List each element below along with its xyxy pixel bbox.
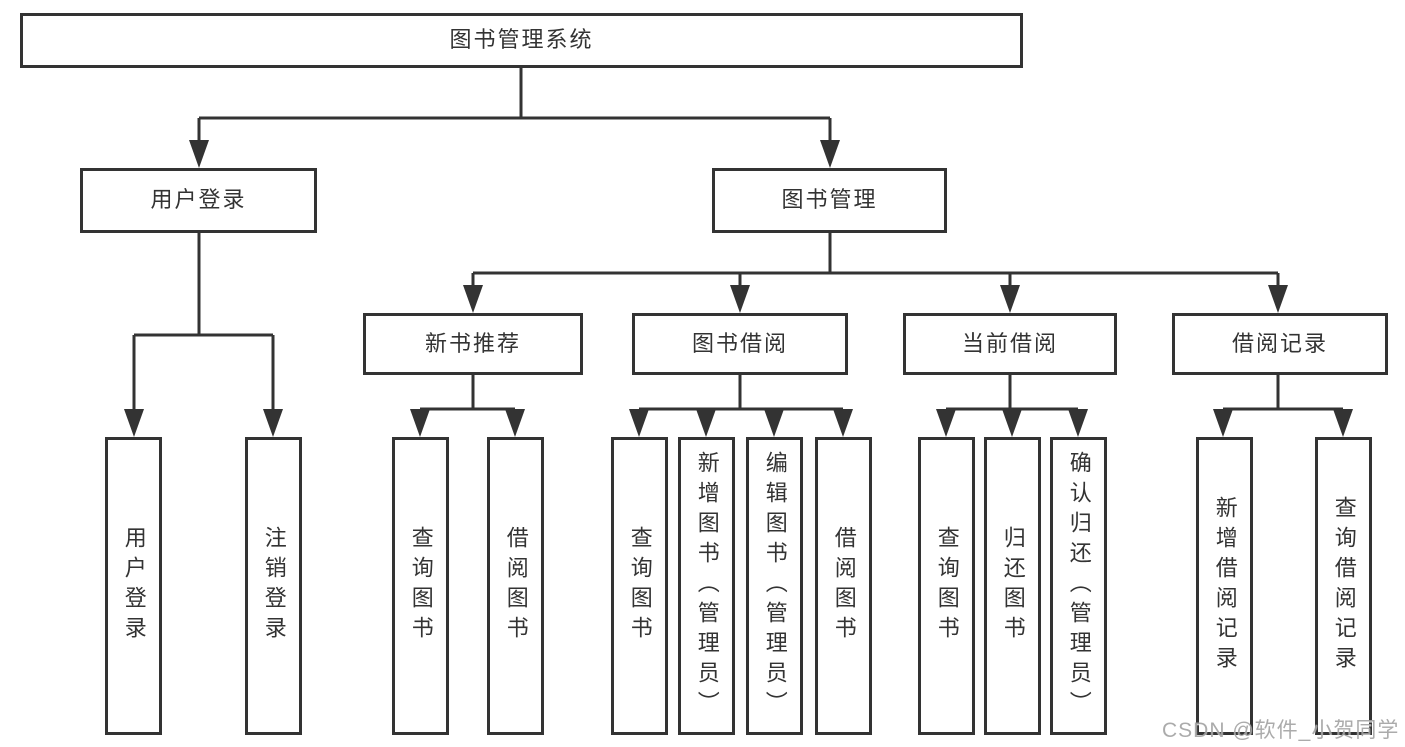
connector-line (944, 375, 1080, 414)
arrow-down-icon (820, 140, 840, 168)
arrow-down-icon (696, 409, 716, 437)
arrow-down-icon (1068, 409, 1088, 437)
leaf-query-books: 查询图书 (392, 437, 449, 735)
connector-line (197, 68, 832, 150)
arrowheads (124, 140, 1353, 437)
node-library-management-system: 图书管理系统 (20, 13, 1023, 68)
connector-line (132, 233, 275, 415)
arrow-down-icon (463, 285, 483, 313)
leaf-add-books-admin: 新增图书（管理员） (678, 437, 735, 735)
leaf-query-books: 查询图书 (918, 437, 975, 735)
arrow-down-icon (189, 140, 209, 168)
leaf-user-login: 用户登录 (105, 437, 162, 735)
arrow-down-icon (1000, 285, 1020, 313)
leaf-borrow-books: 借阅图书 (487, 437, 544, 735)
node-book-borrowing: 图书借阅 (632, 313, 848, 375)
node-borrowing-records: 借阅记录 (1172, 313, 1388, 375)
arrow-down-icon (263, 409, 283, 437)
node-book-management: 图书管理 (712, 168, 947, 233)
arrow-down-icon (833, 409, 853, 437)
arrow-down-icon (1268, 285, 1288, 313)
leaf-query-borrow-record: 查询借阅记录 (1315, 437, 1372, 735)
node-user-login: 用户登录 (80, 168, 317, 233)
leaf-logout: 注销登录 (245, 437, 302, 735)
connector-line (637, 375, 845, 414)
connector-lines (132, 68, 1345, 415)
arrow-down-icon (629, 409, 649, 437)
arrow-down-icon (1002, 409, 1022, 437)
leaf-borrow-books: 借阅图书 (815, 437, 872, 735)
arrow-down-icon (730, 285, 750, 313)
connector-line (418, 375, 517, 414)
node-current-borrowing: 当前借阅 (903, 313, 1117, 375)
arrow-down-icon (505, 409, 525, 437)
leaf-add-borrow-record: 新增借阅记录 (1196, 437, 1253, 735)
connector-line (471, 233, 1280, 292)
arrow-down-icon (410, 409, 430, 437)
arrow-down-icon (764, 409, 784, 437)
node-new-book-recommendation: 新书推荐 (363, 313, 583, 375)
leaf-confirm-return-admin: 确认归还（管理员） (1050, 437, 1107, 735)
connector-line (1221, 375, 1345, 414)
arrow-down-icon (936, 409, 956, 437)
leaf-query-books: 查询图书 (611, 437, 668, 735)
leaf-edit-books-admin: 编辑图书（管理员） (746, 437, 803, 735)
watermark: CSDN @软件_小贺同学 (1162, 719, 1400, 742)
arrow-down-icon (124, 409, 144, 437)
arrow-down-icon (1213, 409, 1233, 437)
arrow-down-icon (1333, 409, 1353, 437)
leaf-return-books: 归还图书 (984, 437, 1041, 735)
